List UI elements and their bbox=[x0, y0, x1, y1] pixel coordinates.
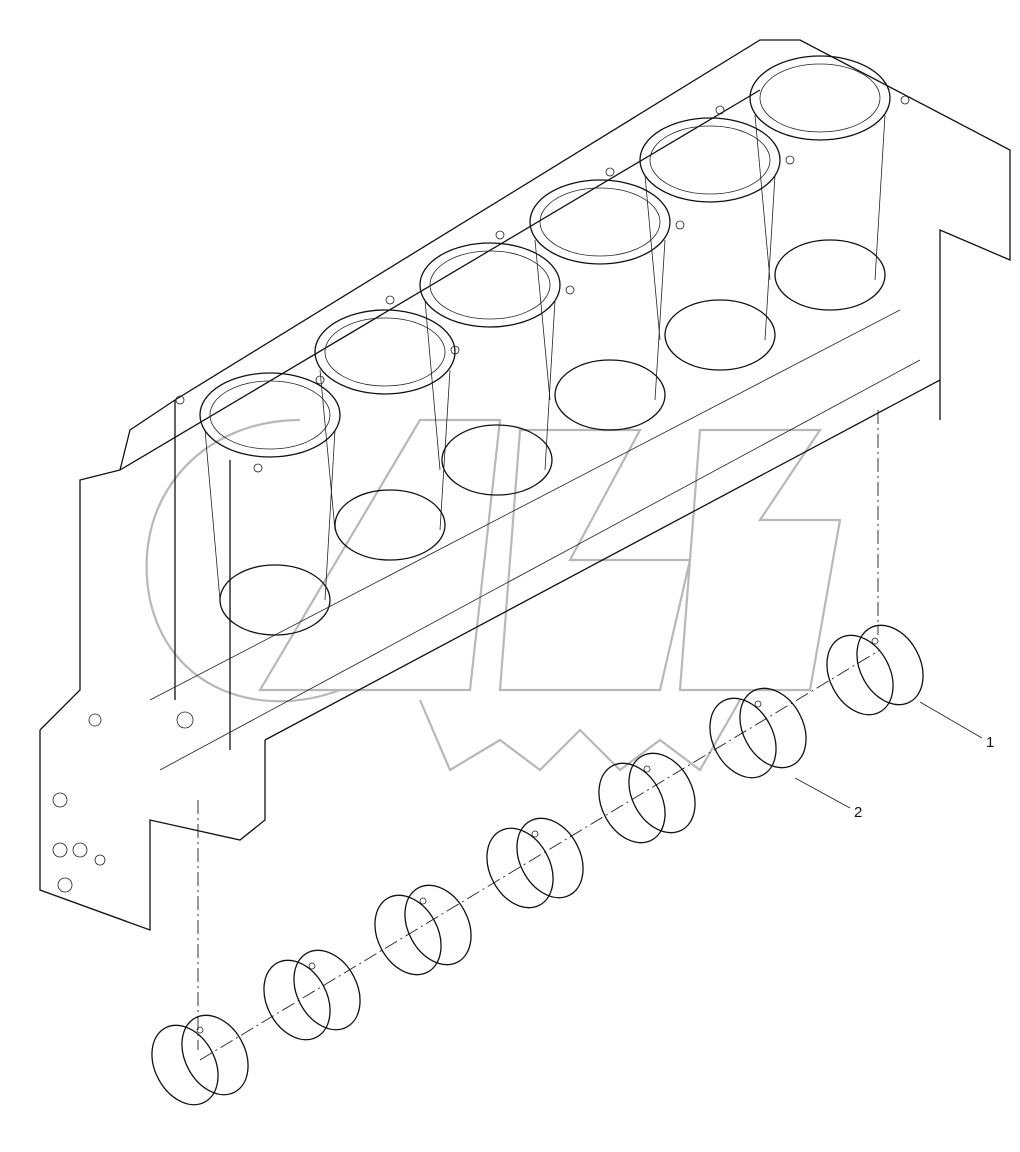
bearing-shell[interactable] bbox=[251, 939, 373, 1051]
engine-block bbox=[39, 39, 1011, 931]
bearing-shell[interactable] bbox=[586, 742, 708, 854]
bearing-shell[interactable] bbox=[362, 874, 484, 986]
callout-2-leader bbox=[794, 777, 851, 809]
bearing-shell[interactable] bbox=[697, 677, 819, 789]
callout-1-leader bbox=[919, 701, 983, 739]
bearing-shells bbox=[139, 614, 936, 1116]
cylinders bbox=[199, 55, 891, 636]
watermark-logo bbox=[145, 418, 842, 772]
head-bolt-holes bbox=[175, 95, 910, 473]
bearing-shell[interactable] bbox=[814, 614, 936, 726]
callout-2-label: 2 bbox=[854, 804, 863, 821]
bearing-shell[interactable] bbox=[139, 1004, 261, 1116]
callout-1-label: 1 bbox=[986, 734, 995, 751]
bearing-shell[interactable] bbox=[474, 807, 596, 919]
front-face-holes bbox=[52, 711, 194, 893]
